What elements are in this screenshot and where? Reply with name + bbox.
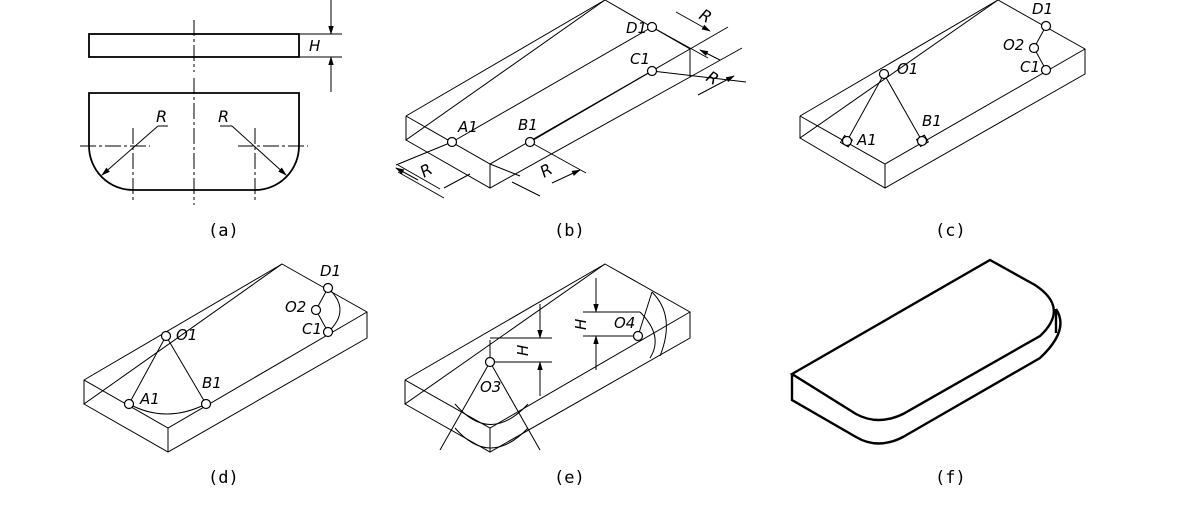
panel-a: H R R (a) (80, 0, 342, 241)
caption-c: (c) (935, 221, 966, 241)
point-d1-label-c: D1 (1032, 0, 1053, 18)
radius-b-bottom-right: R (537, 159, 556, 181)
point-c1-label-d: C1 (302, 320, 322, 338)
point-d1-label-d: D1 (320, 262, 341, 280)
radius-right-label: R (218, 107, 229, 126)
point-c1-label-c: C1 (1020, 58, 1040, 76)
height-h-label-right: H (572, 319, 590, 330)
caption-a: (a) (208, 221, 239, 241)
point-o1-label-c: O1 (897, 60, 918, 78)
radius-left-label: R (156, 107, 167, 126)
point-b1-label-c: B1 (922, 112, 942, 130)
point-b1-label-d: B1 (202, 374, 222, 392)
radius-b-bottom-left: R (417, 159, 436, 181)
point-o2-label-c: O2 (1003, 36, 1024, 54)
point-b1-label: B1 (518, 116, 538, 134)
point-a1-label-d: A1 (139, 390, 160, 408)
panel-d: O1 A1 B1 D1 O2 C1 (d) (83, 262, 368, 488)
panel-f: (f) (789, 258, 1062, 488)
caption-e: (e) (554, 468, 585, 488)
caption-f: (f) (935, 468, 966, 488)
radius-b-top: R (696, 5, 715, 27)
panel-e: H H O3 O4 (e) (404, 263, 691, 488)
caption-b: (b) (554, 221, 585, 241)
dimension-h-label: H (309, 37, 320, 55)
radius-b-right: R (703, 67, 722, 89)
point-o1-label-d: O1 (176, 326, 197, 344)
panel-c: O1 A1 B1 D1 O2 C1 (c) (799, 0, 1086, 241)
caption-d: (d) (208, 468, 239, 488)
point-o3-label: O3 (480, 378, 501, 396)
point-a1-label: A1 (457, 118, 478, 136)
rounded-block-top (789, 258, 1056, 422)
panel-b: R R R R A1 B1 D1 C1 (b) (395, 0, 747, 241)
height-h-label-left: H (514, 345, 532, 356)
point-d1-label: D1 (626, 19, 647, 37)
point-o2-label-d: O2 (285, 298, 306, 316)
point-c1-label: C1 (630, 50, 650, 68)
point-o4-label: O4 (614, 314, 635, 332)
point-a1-label-c: A1 (856, 131, 877, 149)
